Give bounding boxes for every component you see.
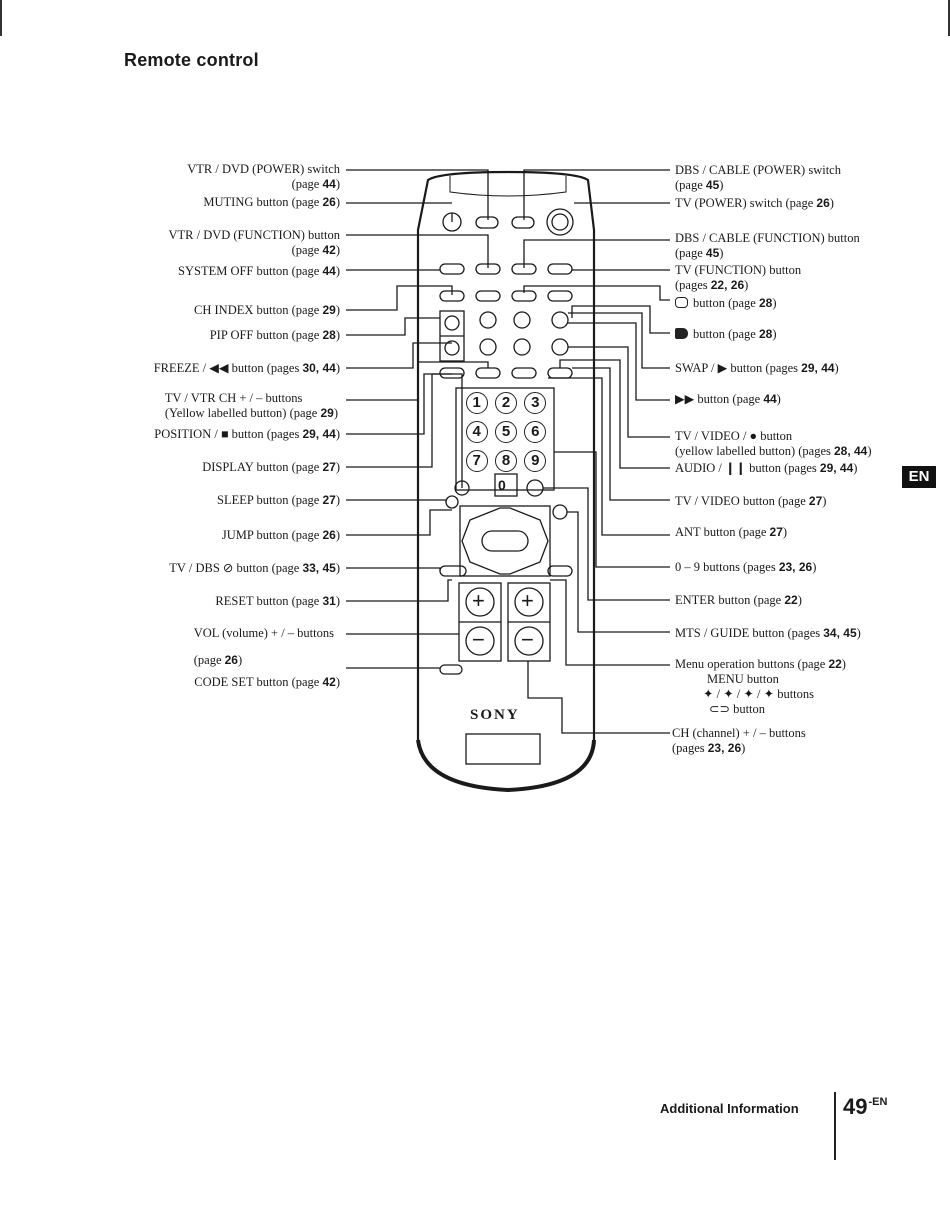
keypad-key-8[interactable]: 8	[494, 450, 517, 472]
label-dbs-cable-function: DBS / CABLE (FUNCTION) button(page 45)	[675, 231, 860, 260]
label-fast-forward: ▶▶ button (page 44)	[675, 392, 781, 406]
label-vol: VOL (volume) + / – buttons(page 26)	[193, 626, 334, 667]
keypad-key-9[interactable]: 9	[524, 450, 547, 472]
label-tv-video-rec: TV / VIDEO / ● button(yellow labelled bu…	[675, 429, 872, 458]
label-menu-operation: Menu operation buttons (page 22) MENU bu…	[675, 657, 846, 716]
keypad-key-1[interactable]: 1	[465, 392, 488, 414]
pip-swap-icon	[675, 328, 688, 339]
vol-plus-button[interactable]: +	[472, 588, 485, 613]
label-vtr-dvd-power: VTR / DVD (POWER) switch(page 44)	[187, 162, 340, 191]
label-pip: button (page 28)	[675, 296, 777, 311]
label-jump: JUMP button (page 26)	[221, 528, 340, 542]
label-pip-off: PIP OFF button (page 28)	[209, 328, 340, 342]
keypad-key-4[interactable]: 4	[465, 421, 488, 443]
label-audio: AUDIO / ❙❙ button (pages 29, 44)	[675, 461, 858, 475]
label-0-9: 0 – 9 buttons (pages 23, 26)	[675, 560, 817, 574]
label-freeze: FREEZE / ◀◀ button (pages 30, 44)	[153, 361, 340, 375]
label-dbs-cable-power: DBS / CABLE (POWER) switch(page 45)	[675, 163, 841, 192]
label-tv-function: TV (FUNCTION) button(pages 22, 26)	[675, 263, 802, 292]
label-pip-swap: button (page 28)	[675, 327, 777, 342]
page-edge-left	[0, 0, 2, 36]
label-position: POSITION / ■ button (pages 29, 44)	[154, 427, 340, 441]
keypad-key-0[interactable]: 0	[498, 477, 506, 493]
label-display: DISPLAY button (page 27)	[202, 460, 340, 474]
keypad-key-5[interactable]: 5	[494, 421, 517, 443]
label-tv-video: TV / VIDEO button (page 27)	[675, 494, 827, 508]
language-tab: EN	[902, 466, 936, 488]
pip-icon	[675, 297, 688, 308]
section-title: Remote control	[124, 50, 259, 70]
label-tv-dbs: TV / DBS ⊘ button (page 33, 45)	[169, 561, 340, 575]
label-ant: ANT button (page 27)	[675, 525, 788, 539]
keypad-key-6[interactable]: 6	[524, 421, 547, 443]
label-vtr-dvd-function: VTR / DVD (FUNCTION) button(page 42)	[168, 228, 340, 257]
label-muting: MUTING button (page 26)	[203, 195, 340, 209]
keypad-key-7[interactable]: 7	[465, 450, 488, 472]
footer-section-title: Additional Information	[660, 1101, 799, 1116]
ch-plus-button[interactable]: +	[521, 588, 534, 613]
remote-brand-logo: SONY	[470, 707, 520, 723]
vol-minus-button[interactable]: −	[472, 627, 485, 652]
label-tv-vtr-ch: TV / VTR CH + / – buttons(Yellow labelle…	[164, 391, 338, 420]
label-reset: RESET button (page 31)	[215, 594, 340, 608]
page-number: 49-EN	[843, 1094, 888, 1119]
page-edge-right	[948, 0, 950, 36]
label-tv-power: TV (POWER) switch (page 26)	[675, 196, 834, 210]
label-system-off: SYSTEM OFF button (page 44)	[178, 264, 340, 278]
ch-minus-button[interactable]: −	[521, 627, 534, 652]
label-enter: ENTER button (page 22)	[675, 593, 802, 607]
keypad-key-2[interactable]: 2	[494, 392, 517, 414]
label-ch-index: CH INDEX button (page 29)	[194, 303, 340, 317]
footer-divider	[834, 1092, 836, 1160]
remote-keypad: 1 2 3 4 5 6 7 8 9	[456, 388, 554, 490]
label-sleep: SLEEP button (page 27)	[217, 493, 340, 507]
label-ch-channel: CH (channel) + / – buttons(pages 23, 26)	[672, 726, 806, 755]
label-swap: SWAP / ▶ button (pages 29, 44)	[675, 361, 839, 375]
keypad-key-3[interactable]: 3	[524, 392, 547, 414]
label-code-set: CODE SET button (page 42)	[194, 675, 340, 689]
label-mts-guide: MTS / GUIDE button (pages 34, 45)	[675, 626, 861, 640]
